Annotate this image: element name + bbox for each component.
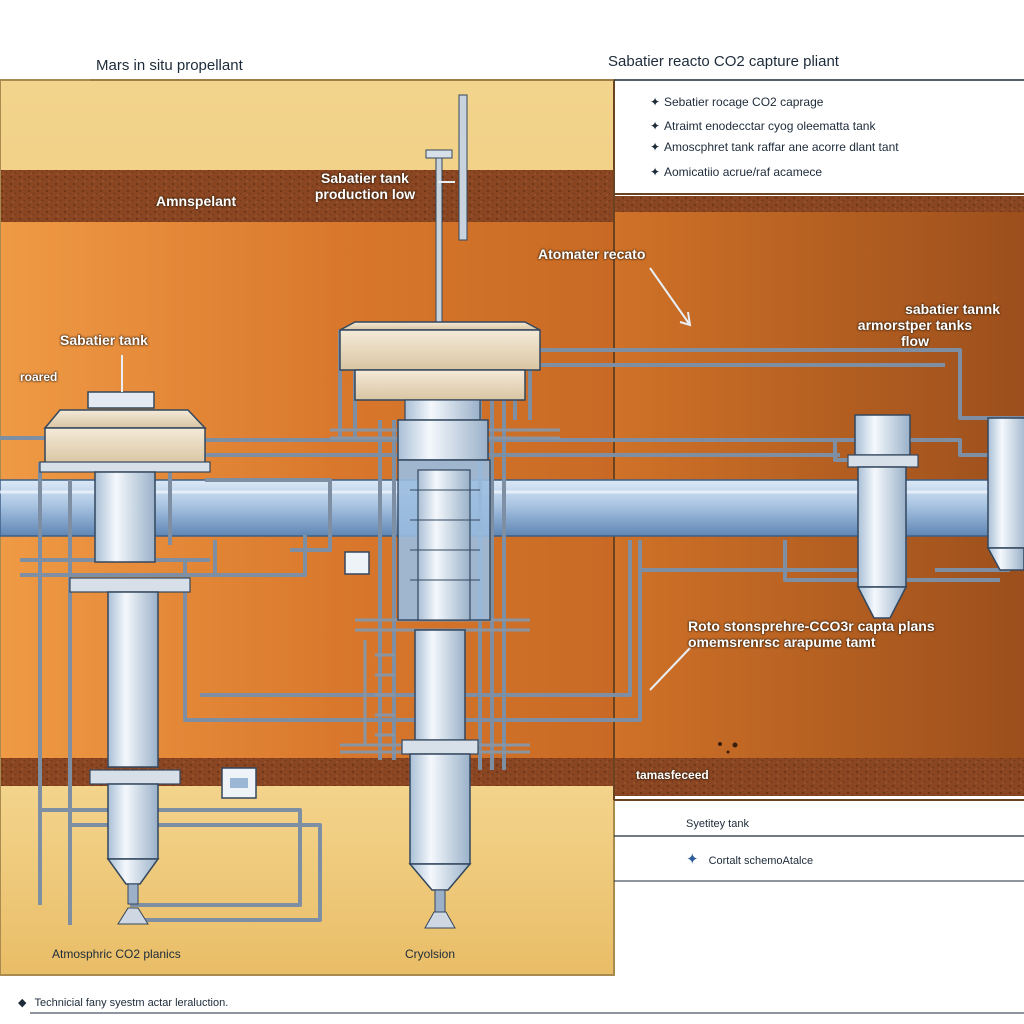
label-sabatier-tank-left: Sabatier tank xyxy=(60,332,148,348)
legend-item: ✦Amoscphret tank raffar ane acorre dlant… xyxy=(650,140,899,154)
legend-item: ✦Atraimt enodecctar cyog oleematta tank xyxy=(650,119,876,133)
label-atomater-recato: Atomater recato xyxy=(538,246,646,262)
label-right-tank: sabatier tannk armorstper tanks flow xyxy=(857,301,1000,349)
annotation-leaders xyxy=(121,181,692,691)
right-title: Sabatier reacto CO2 capture pliant xyxy=(608,53,839,70)
label-atmospelant: Amnspelant xyxy=(156,193,237,209)
diamond-icon: ◆ xyxy=(18,997,27,1009)
label-tamasfeceed: tamasfeceed xyxy=(636,768,709,782)
center-reactor xyxy=(339,94,541,929)
label-sabatier-production: Sabatier tank production low xyxy=(314,170,416,202)
key-heading: Syetitey tank xyxy=(686,818,749,830)
left-sabatier-tank xyxy=(39,391,257,925)
right-edge-tank xyxy=(986,417,1024,571)
label-roared: roared xyxy=(20,370,58,384)
label-roto-capture: Roto stonsprehre-CCO3r capta plans omems… xyxy=(688,618,935,650)
soil-specks xyxy=(718,742,738,754)
key-item: ✦Cortalt schemoAtalce xyxy=(686,851,814,868)
right-capture-tank xyxy=(847,414,919,619)
label-bottom-left: Atmosphric CO2 planics xyxy=(52,947,181,961)
legend-item: ✦Sebatier rocage CO2 caprage xyxy=(650,95,824,109)
caption: ◆Technicial fany syestm actar leraluctio… xyxy=(18,997,229,1009)
label-bottom-center: Cryolsion xyxy=(405,947,456,961)
legend-item: ✦Aomicatiio acrue/raf acamece xyxy=(650,165,823,179)
key-star-icon: ✦ xyxy=(686,851,699,868)
left-title: Mars in situ propellant xyxy=(96,57,243,74)
